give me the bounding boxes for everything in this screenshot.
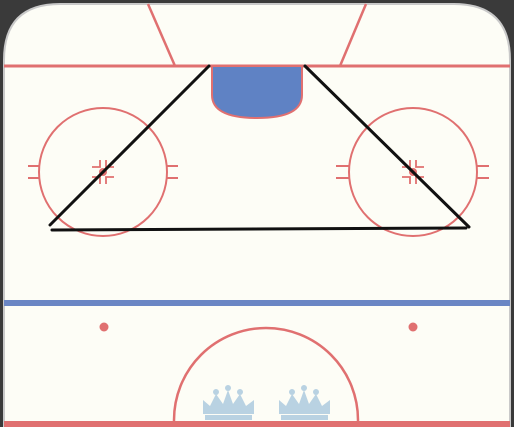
diagram-line-right <box>303 64 471 229</box>
neutral-zone-dot-right <box>408 322 418 332</box>
goal-crease <box>211 65 303 120</box>
ice-surface <box>4 4 510 427</box>
neutral-zone-dot-left <box>99 322 109 332</box>
center-faceoff-circle <box>172 326 360 427</box>
faceoff-circle-left <box>28 107 178 237</box>
diagram-line-left <box>48 64 211 227</box>
three-crowns-logo <box>203 385 330 420</box>
boards-outline <box>3 3 511 427</box>
trapezoid-left-line <box>146 3 177 67</box>
center-red-line <box>4 421 510 427</box>
diagram-trapezoid <box>48 64 471 232</box>
trapezoid-right-line <box>338 3 368 67</box>
blue-line <box>4 300 510 306</box>
diagram-line-bottom <box>50 226 468 232</box>
